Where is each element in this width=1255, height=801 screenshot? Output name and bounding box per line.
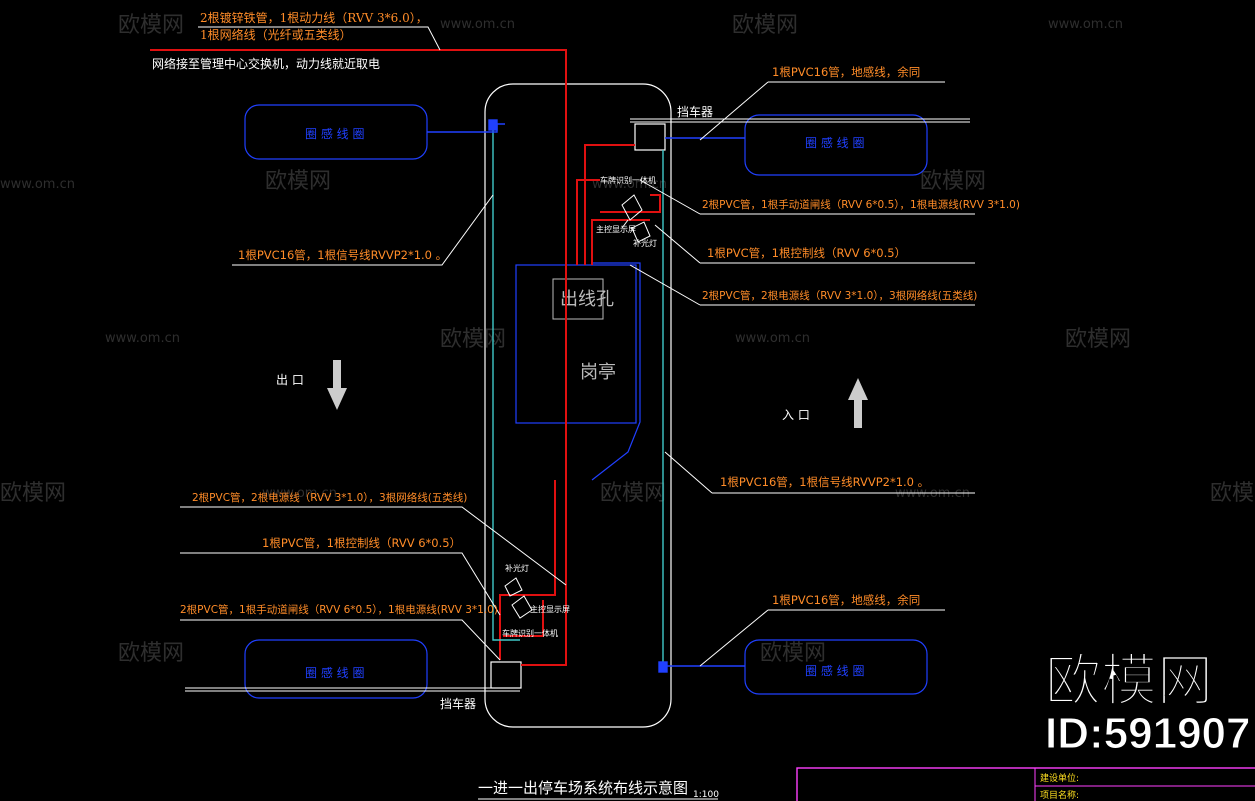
barrier-box-top bbox=[634, 123, 666, 151]
annotation-bl1: 2根PVC管，2根电源线（RVV 3*1.0），3根网络线(五类线) bbox=[192, 491, 467, 504]
annotation-bl3: 2根PVC管，1根手动道闸线（RVV 6*0.5），1根电源线(RVV 3*1.… bbox=[180, 603, 498, 616]
barriers: 挡车器 挡车器 bbox=[185, 104, 970, 711]
coil-bottom-left bbox=[244, 639, 428, 699]
watermark-brand: 欧模网 bbox=[118, 13, 184, 38]
lane-outline bbox=[484, 83, 672, 728]
watermark-url: www.om.cn bbox=[1048, 17, 1123, 32]
brand-watermark-name: 欧模网 bbox=[1045, 649, 1213, 712]
watermark-url: www.om.cn bbox=[735, 331, 810, 346]
exit-label: 出 口 bbox=[276, 373, 304, 387]
annotation-left-signal: 1根PVC16管，1根信号线RVVP2*1.0 。 bbox=[238, 248, 447, 262]
outlet-hole-label: 出线孔 bbox=[560, 289, 614, 310]
top-note-line1: 2根镀锌铁管，1根动力线（RVV 3*6.0）， bbox=[200, 10, 428, 25]
coil-label: 圈 感 线 圈 bbox=[805, 135, 864, 150]
cyan-wiring bbox=[492, 128, 664, 666]
watermark-url: www.om.cn bbox=[105, 331, 180, 346]
top-note: 2根镀锌铁管，1根动力线（RVV 3*6.0）， 1根网络线（光纤或五类线） 网… bbox=[152, 10, 441, 71]
annotations: 1根PVC16管，地感线，余同 2根PVC管，1根手动道闸线（RVV 6*0.5… bbox=[180, 65, 1020, 616]
watermark-brand: 欧模网 bbox=[732, 13, 798, 38]
title-block: 建设单位: 项目名称: bbox=[796, 767, 1255, 801]
watermark-brand: 欧模网 bbox=[1065, 327, 1131, 352]
booth-outline bbox=[591, 262, 641, 481]
annotation-bl2: 1根PVC管，1根控制线（RVV 6*0.5） bbox=[262, 536, 461, 550]
devices-top: 车牌识别一体机 主控显示屏 补光灯 bbox=[596, 175, 657, 248]
outlet-hole-box bbox=[552, 278, 604, 320]
title-main: 一进一出停车场系统布线示意图 bbox=[478, 779, 688, 797]
fill-light-icon bbox=[504, 577, 523, 597]
coil-label: 圈 感 线 圈 bbox=[305, 126, 364, 141]
booth: 出线孔 岗亭 bbox=[515, 262, 641, 481]
coil-bottom-right bbox=[744, 639, 928, 695]
watermark-url: www.om.cn bbox=[0, 177, 75, 192]
direction-marks: 出 口 入 口 bbox=[276, 360, 868, 428]
title-block-row2: 项目名称: bbox=[1040, 789, 1079, 801]
watermark-brand: 欧模网 bbox=[440, 327, 506, 352]
watermark-brand: 欧模网 bbox=[920, 169, 986, 194]
plate-camera-label: 车牌识别一体机 bbox=[502, 628, 558, 638]
annotation-tr1: 1根PVC16管，地感线，余同 bbox=[772, 65, 920, 79]
main-display-label: 主控显示屏 bbox=[530, 604, 570, 614]
watermark-url: www.om.cn bbox=[592, 177, 667, 192]
entrance-arrow-icon bbox=[848, 378, 868, 428]
top-note-line3: 网络接至管理中心交换机，动力线就近取电 bbox=[152, 56, 380, 71]
fill-light-icon bbox=[631, 221, 651, 243]
plate-camera-icon bbox=[511, 595, 533, 619]
annotation-right-signal: 1根PVC16管，1根信号线RVVP2*1.0 。 bbox=[720, 475, 929, 489]
plate-camera-label: 车牌识别一体机 bbox=[600, 175, 656, 185]
watermark-layer: 欧模网 欧模网 欧模网 欧模网 欧模网 欧模网 欧模网 欧模网 欧模网 欧模网 … bbox=[0, 13, 1255, 666]
entrance-label: 入 口 bbox=[782, 408, 810, 422]
booth-label: 岗亭 bbox=[580, 362, 616, 383]
watermark-brand: 欧模网 bbox=[265, 169, 331, 194]
annotation-tr2: 2根PVC管，1根手动道闸线（RVV 6*0.5），1根电源线(RVV 3*1.… bbox=[702, 198, 1020, 211]
barrier-box-bottom bbox=[490, 661, 522, 689]
watermark-url: www.om.cn bbox=[440, 17, 515, 32]
annotation-tr3: 1根PVC管，1根控制线（RVV 6*0.5） bbox=[707, 246, 906, 260]
brand-watermark-id: ID:591907 bbox=[1045, 709, 1250, 758]
coil-top-right bbox=[744, 114, 928, 176]
barrier-label-top: 挡车器 bbox=[677, 104, 713, 119]
watermark-brand: 欧模网 bbox=[0, 481, 66, 506]
annotation-br1: 1根PVC16管，地感线，余同 bbox=[772, 593, 920, 607]
drawing-title: 一进一出停车场系统布线示意图 1:100 bbox=[478, 779, 719, 800]
watermark-brand: 欧模网 bbox=[760, 641, 826, 666]
top-note-line2: 1根网络线（光纤或五类线） bbox=[200, 27, 352, 42]
devices-bottom: 补光灯 主控显示屏 车牌识别一体机 bbox=[502, 563, 570, 638]
brand-watermark: 欧模网 ID:591907 bbox=[1045, 649, 1251, 759]
fill-light-label: 补光灯 bbox=[633, 238, 657, 248]
watermark-url: www.om.cn bbox=[262, 486, 337, 501]
watermark-brand: 欧模网 bbox=[118, 641, 184, 666]
annotation-tr4: 2根PVC管，2根电源线（RVV 3*1.0），3根网络线(五类线) bbox=[702, 289, 977, 302]
coil-label: 圈 感 线 圈 bbox=[305, 665, 364, 680]
fill-light-label: 补光灯 bbox=[505, 563, 529, 573]
blue-wiring bbox=[427, 119, 745, 673]
coil-label: 圈 感 线 圈 bbox=[805, 663, 864, 678]
red-wiring bbox=[150, 49, 661, 666]
title-scale: 1:100 bbox=[693, 790, 719, 800]
plate-camera-icon bbox=[621, 194, 643, 221]
leader-lines bbox=[180, 81, 975, 667]
title-block-row1: 建设单位: bbox=[1040, 772, 1079, 784]
coils: 圈 感 线 圈 圈 感 线 圈 圈 感 线 圈 圈 感 线 圈 bbox=[244, 104, 928, 699]
exit-arrow-icon bbox=[327, 360, 347, 410]
main-display-label: 主控显示屏 bbox=[596, 224, 636, 234]
watermark-brand: 欧模网 bbox=[600, 481, 666, 506]
watermark-brand: 欧模网 bbox=[1210, 481, 1255, 506]
barrier-label-bottom: 挡车器 bbox=[440, 696, 476, 711]
